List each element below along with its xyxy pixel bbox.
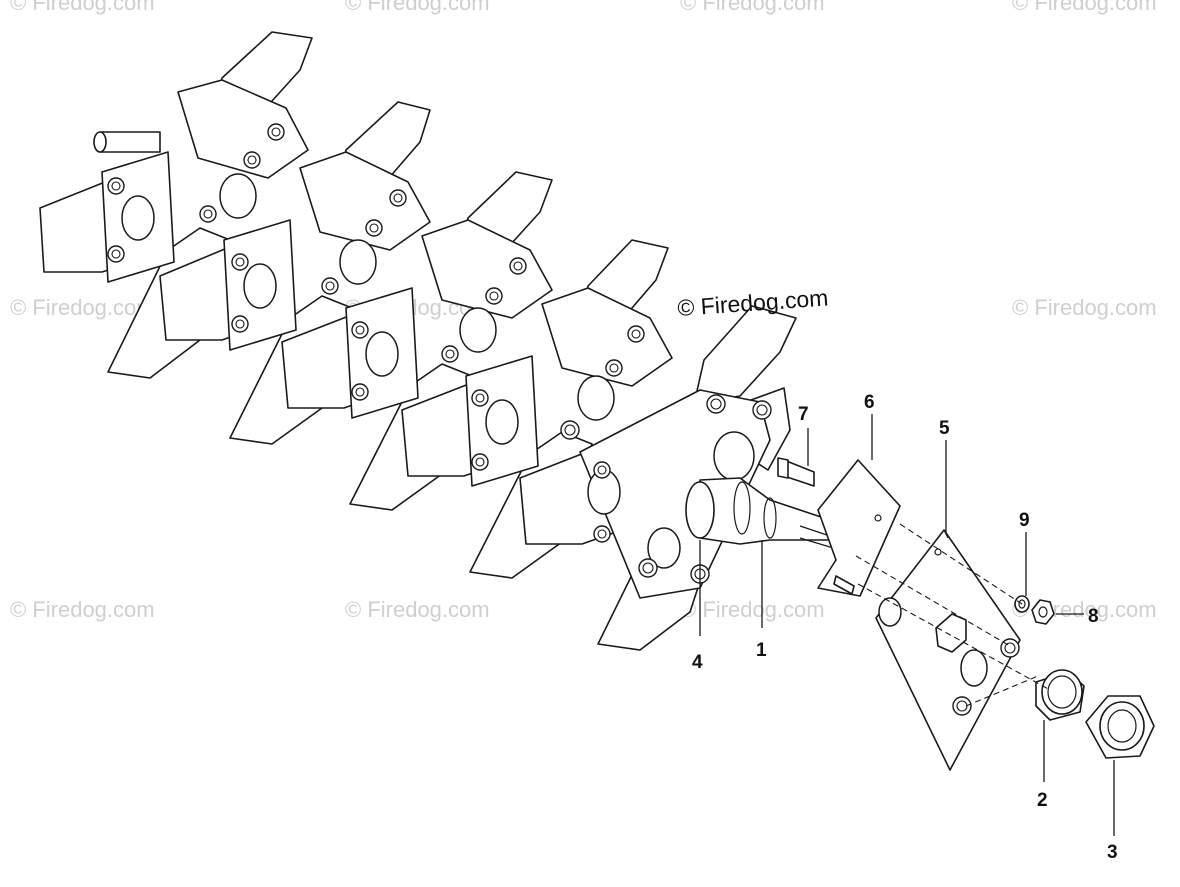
watermark-top-4: © Firedog.com: [1012, 0, 1157, 15]
bolt-group-1: [107, 123, 285, 263]
part-8-nut: [1031, 599, 1055, 625]
bolt-group-4: [471, 325, 645, 471]
part-2-bushing: [1035, 669, 1085, 721]
watermark-top-3: © Firedog.com: [680, 0, 825, 15]
part-1-shaft: [685, 477, 861, 557]
bolt-group-2: [231, 189, 407, 333]
reel-assembly: [39, 31, 797, 651]
callout-8: 8: [1088, 606, 1099, 627]
watermark-low-3: © Firedog.com: [680, 597, 825, 622]
watermark-top-1: © Firedog.com: [10, 0, 155, 15]
leader-lines: [699, 414, 1115, 836]
callout-2: 2: [1037, 790, 1048, 811]
copyright-notice: © Firedog.com: [677, 285, 830, 321]
callouts: 1 2 3 4 5 6 7 8 9: [692, 392, 1118, 863]
part-5-bearing-plate: [875, 529, 1021, 771]
part-3-hex-nut: [1085, 695, 1155, 759]
callout-5: 5: [939, 418, 950, 439]
bolt-group-3: [351, 257, 527, 401]
callout-1: 1: [756, 640, 767, 661]
callout-3: 3: [1107, 842, 1118, 863]
bolt-group-5: [593, 394, 772, 584]
callout-9: 9: [1019, 510, 1030, 531]
watermark-top-2: © Firedog.com: [345, 0, 490, 15]
blade-unit-5: [519, 305, 797, 651]
alignment-lines: [855, 523, 1051, 707]
part-7-bolt: [777, 457, 815, 487]
watermark-mid-1: © Firedog.com: [10, 295, 155, 320]
callout-7: 7: [798, 404, 809, 425]
callout-6: 6: [864, 392, 875, 413]
shaft-end: [93, 131, 161, 153]
callout-4: 4: [692, 652, 703, 673]
watermark-mid-4: © Firedog.com: [1012, 295, 1157, 320]
watermark-low-2: © Firedog.com: [345, 597, 490, 622]
part-6-plate: [817, 459, 901, 597]
watermark-low-1: © Firedog.com: [10, 597, 155, 622]
blade-unit-1: [39, 31, 313, 379]
